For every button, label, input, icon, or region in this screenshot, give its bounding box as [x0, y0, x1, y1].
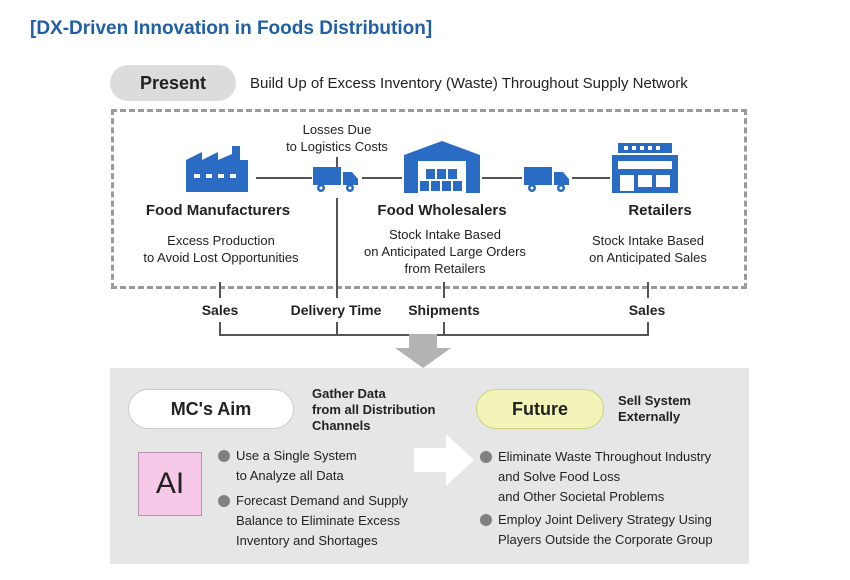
- page-title: [DX-Driven Innovation in Foods Distribut…: [30, 18, 433, 39]
- bracket-line: [647, 322, 649, 336]
- bullet-dot-icon: [480, 514, 492, 526]
- metric-tick: [443, 282, 445, 298]
- metric-label: Sales: [201, 302, 239, 318]
- future-badge: Future: [476, 389, 604, 429]
- bullet-dot-icon: [218, 495, 230, 507]
- future-bullet: Employ Joint Delivery Strategy Using Pla…: [480, 510, 746, 550]
- ai-badge: AI: [138, 452, 202, 516]
- present-badge: Present: [110, 65, 236, 101]
- future-note: Sell System Externally: [618, 393, 691, 424]
- metric-tick: [219, 282, 221, 298]
- future-bullet: Eliminate Waste Throughout Industry and …: [480, 447, 746, 507]
- aim-badge: MC's Aim: [128, 389, 294, 429]
- node-desc-wholesalers: Stock Intake Based on Anticipated Large …: [364, 227, 526, 276]
- truck-icon: [313, 167, 358, 192]
- bullet-dot-icon: [480, 451, 492, 463]
- right-arrow-icon: [414, 434, 474, 486]
- store-icon: [612, 143, 678, 193]
- losses-pointer-line: [336, 157, 338, 172]
- node-desc-retailers: Stock Intake Based on Anticipated Sales: [589, 233, 707, 265]
- metric-tick: [336, 198, 338, 298]
- supply-network-box: [111, 109, 747, 289]
- aim-note: Gather Data from all Distribution Channe…: [312, 386, 436, 433]
- connector-line: [256, 177, 312, 179]
- node-title-manufacturers: Food Manufacturers: [145, 202, 291, 219]
- node-title-wholesalers: Food Wholesalers: [377, 202, 507, 219]
- factory-icon: [186, 146, 248, 192]
- connector-line: [362, 177, 402, 179]
- node-title-retailers: Retailers: [628, 202, 692, 219]
- connector-line: [572, 177, 610, 179]
- bracket-line: [443, 322, 445, 336]
- aim-bullet: Forecast Demand and Supply Balance to El…: [218, 491, 466, 551]
- metric-label: Delivery Time: [290, 302, 382, 318]
- metric-label: Sales: [628, 302, 666, 318]
- bullet-dot-icon: [218, 450, 230, 462]
- metric-label: Shipments: [408, 302, 480, 318]
- metric-tick: [647, 282, 649, 298]
- connector-line: [482, 177, 522, 179]
- truck-icon: [524, 167, 569, 192]
- warehouse-icon: [404, 141, 480, 193]
- down-arrow-icon: [395, 334, 451, 368]
- node-desc-manufacturers: Excess Production to Avoid Lost Opportun…: [143, 233, 299, 265]
- bracket-line: [219, 322, 221, 336]
- losses-label: Losses Due to Logistics Costs: [286, 122, 388, 154]
- aim-bullet: Use a Single System to Analyze all Data: [218, 446, 456, 486]
- bracket-line: [336, 322, 338, 336]
- present-description: Build Up of Excess Inventory (Waste) Thr…: [250, 75, 688, 92]
